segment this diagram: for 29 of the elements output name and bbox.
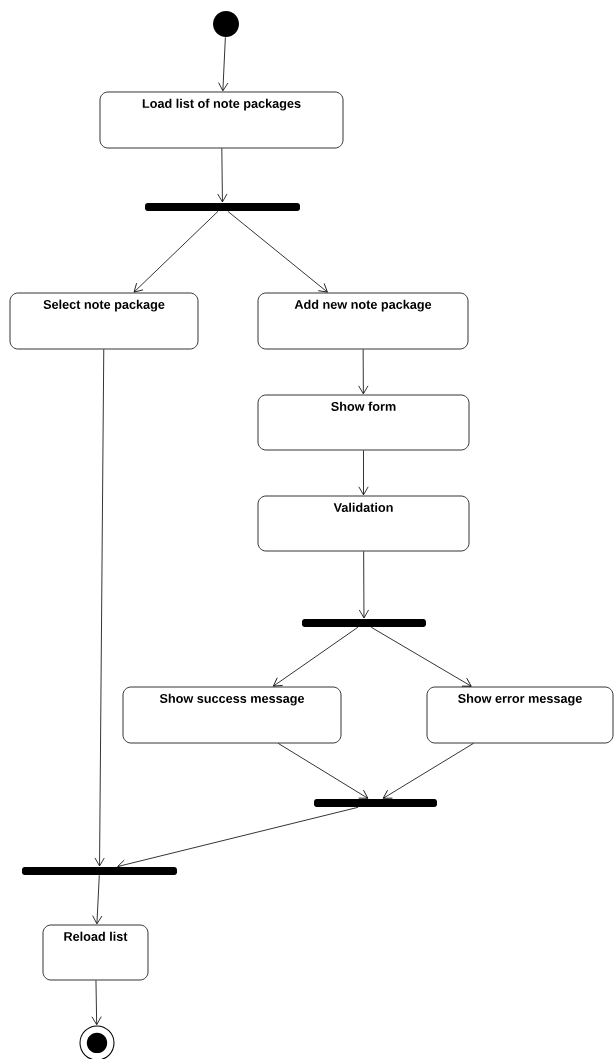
activity-box: Load list of note packages xyxy=(99,91,344,149)
activity-box: Show error message xyxy=(426,686,614,744)
arrow xyxy=(91,980,102,1026)
arrow xyxy=(277,743,369,799)
activity-box: Add new note package xyxy=(257,292,469,350)
arrow xyxy=(92,874,103,925)
arrow xyxy=(358,551,369,619)
arrow xyxy=(358,450,369,496)
arrow xyxy=(217,148,228,203)
fork-bar xyxy=(302,619,426,627)
arrow xyxy=(370,626,472,687)
fork-bar xyxy=(314,799,437,807)
arrow xyxy=(94,349,105,867)
activity-box: Select note package xyxy=(9,292,199,350)
fork-bar xyxy=(145,203,300,211)
fork-bar xyxy=(22,867,177,875)
activity-box: Validation xyxy=(257,495,470,552)
activity-box: Show success message xyxy=(122,686,342,744)
activity-box: Reload list xyxy=(42,924,149,981)
arrow xyxy=(272,626,359,687)
arrow xyxy=(358,349,369,395)
final-node xyxy=(79,1025,115,1059)
arrow xyxy=(218,36,229,92)
activity-box: Show form xyxy=(257,394,470,451)
initial-node xyxy=(213,11,239,37)
arrow xyxy=(133,210,219,293)
arrow xyxy=(117,806,359,870)
arrow xyxy=(382,743,474,799)
arrow xyxy=(227,210,328,293)
